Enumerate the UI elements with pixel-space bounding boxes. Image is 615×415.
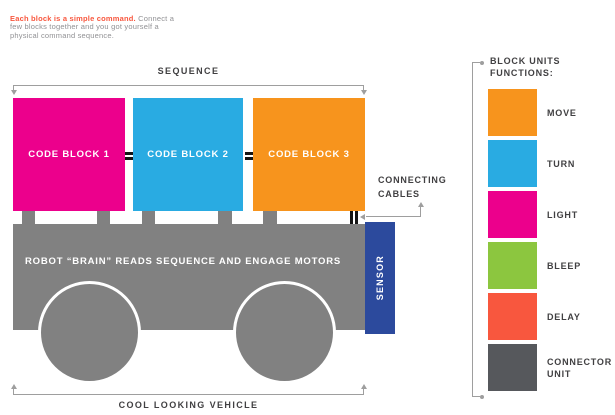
connecting-cables-label: CONNECTING CABLES: [378, 175, 447, 199]
legend-label-delay: DELAY: [547, 311, 581, 322]
cables-arrow-line: [420, 207, 421, 217]
legend-row-turn: TURN: [488, 140, 615, 187]
arrow-up-icon: [10, 384, 17, 389]
intro-rest: Connect a few blocks together and you go…: [10, 13, 175, 41]
legend-bracket-line: [472, 62, 473, 397]
code-block-3-label: CODE BLOCK 3: [268, 149, 350, 160]
code-block-3: CODE BLOCK 3: [253, 98, 365, 211]
arrow-up-icon: [417, 202, 424, 207]
arrow-down-icon: [360, 90, 367, 95]
intro-text: Each block is a simple command. Connect …: [10, 13, 188, 41]
legend-label-turn: TURN: [547, 158, 576, 169]
vehicle-bracket-end-right: [363, 389, 364, 394]
cable-bar: [125, 157, 133, 160]
legend-bracket-stub-top: [472, 62, 480, 63]
legend-row-delay: DELAY: [488, 293, 615, 340]
legend-row-light: LIGHT: [488, 191, 615, 238]
bracket-dot-icon: [480, 60, 484, 65]
mounting-peg: [22, 211, 35, 224]
cable-bar: [125, 152, 133, 155]
mounting-peg: [218, 211, 232, 224]
legend-label-connector-unit: CONNECTOR UNIT: [547, 356, 613, 379]
legend-row-move: MOVE: [488, 89, 615, 136]
arrow-up-icon: [360, 384, 367, 389]
arrow-down-icon: [10, 90, 17, 95]
cable-bar: [245, 152, 253, 155]
color-swatch-turn: [488, 140, 537, 187]
sequence-bracket-end-right: [363, 85, 364, 90]
cable-joint-2: [245, 152, 253, 162]
wheel-left: [38, 281, 141, 384]
sequence-label: SEQUENCE: [157, 66, 220, 76]
sequence-bracket-end-left: [13, 85, 14, 90]
vehicle-label: COOL LOOKING VEHICLE: [118, 400, 259, 410]
cable-bar: [355, 211, 358, 224]
color-swatch-bleep: [488, 242, 537, 289]
mounting-peg: [263, 211, 277, 224]
mounting-peg: [97, 211, 110, 224]
cable-joint-1: [125, 152, 133, 162]
legend-label-bleep: BLEEP: [547, 260, 582, 271]
legend-bracket-stub-bottom: [472, 396, 480, 397]
color-swatch-delay: [488, 293, 537, 340]
intro-highlight: Each block is a simple command.: [10, 13, 136, 23]
arrow-left-icon: [360, 213, 365, 220]
bracket-dot-icon: [480, 394, 484, 399]
mounting-peg: [142, 211, 155, 224]
cables-arrow-line: [366, 216, 420, 217]
vehicle-bracket-end-left: [13, 389, 14, 394]
cable-bar: [245, 157, 253, 160]
color-swatch-move: [488, 89, 537, 136]
sensor-label: SENSOR: [375, 255, 385, 301]
code-block-2-label: CODE BLOCK 2: [147, 149, 229, 160]
sensor-block: SENSOR: [365, 222, 395, 334]
code-block-1-label: CODE BLOCK 1: [28, 149, 110, 160]
color-swatch-connector-unit: [488, 344, 537, 391]
vehicle-body-label: ROBOT “BRAIN” READS SEQUENCE AND ENGAGE …: [25, 256, 342, 267]
cable-bar: [350, 211, 353, 224]
legend-label-light: LIGHT: [547, 209, 578, 220]
wheel-right: [233, 281, 336, 384]
legend-list: MOVE TURN LIGHT BLEEP DELAY CONNECTOR UN…: [488, 89, 615, 395]
sequence-bracket-line: [13, 85, 364, 86]
legend-label-move: MOVE: [547, 107, 577, 118]
color-swatch-light: [488, 191, 537, 238]
legend-title: BLOCK UNITS FUNCTIONS:: [490, 56, 561, 78]
vehicle-bracket-line: [13, 394, 364, 395]
code-block-1: CODE BLOCK 1: [13, 98, 125, 211]
legend-row-bleep: BLEEP: [488, 242, 615, 289]
legend-row-connector-unit: CONNECTOR UNIT: [488, 344, 615, 391]
code-block-2: CODE BLOCK 2: [133, 98, 243, 211]
